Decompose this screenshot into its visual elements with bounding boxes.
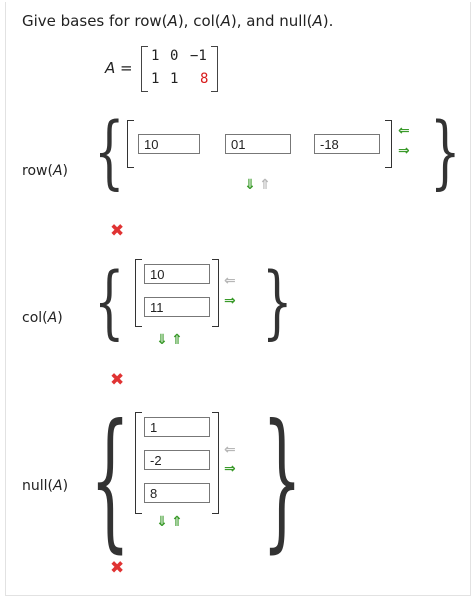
- add-vector-arrow-icon[interactable]: ⇒: [224, 293, 236, 309]
- row-vector-right-bracket: [385, 120, 392, 168]
- col-vector-right-bracket: [212, 259, 219, 327]
- add-vector-arrow-icon[interactable]: ⇒: [398, 143, 410, 159]
- remove-vector-arrow-icon[interactable]: ⇐: [398, 123, 410, 139]
- remove-row-arrow-icon[interactable]: ⇑: [171, 332, 183, 348]
- question-frame: [5, 2, 471, 596]
- row-vector-left-bracket: [127, 120, 134, 168]
- null-basis-entry-1[interactable]: 1: [144, 417, 210, 437]
- matrix-cell: −1: [190, 48, 207, 64]
- row-incorrect-icon: ✖: [110, 221, 125, 241]
- row-basis-entry-1[interactable]: 10: [138, 134, 200, 154]
- matrix-cell: 1: [151, 48, 160, 64]
- row-left-brace: {: [94, 105, 125, 198]
- row-basis-entry-3[interactable]: -18: [314, 134, 380, 154]
- col-space-label: col(A): [22, 310, 63, 326]
- add-row-arrow-icon[interactable]: ⇓: [156, 514, 168, 530]
- add-row-arrow-icon[interactable]: ⇓: [244, 177, 256, 193]
- col-right-brace: }: [262, 255, 293, 348]
- matrix-name: A =: [105, 59, 133, 77]
- null-basis-entry-2[interactable]: -2: [144, 450, 210, 470]
- null-right-brace: }: [262, 393, 303, 567]
- row-space-label: row(A): [22, 163, 68, 179]
- matrix-right-bracket: [211, 46, 218, 92]
- null-vector-left-bracket: [135, 412, 142, 514]
- matrix-cell: 1: [151, 71, 160, 87]
- matrix-cell-highlighted: 8: [200, 71, 209, 87]
- col-left-brace: {: [94, 255, 125, 348]
- add-vector-arrow-icon[interactable]: ⇒: [224, 461, 236, 477]
- question-text: Give bases for row(A), col(A), and null(…: [22, 12, 334, 30]
- remove-row-arrow-icon[interactable]: ⇑: [171, 514, 183, 530]
- row-basis-entry-2[interactable]: 01: [225, 134, 291, 154]
- col-vector-left-bracket: [135, 259, 142, 327]
- row-right-brace: }: [430, 105, 461, 198]
- matrix-left-bracket: [141, 46, 148, 92]
- null-vector-right-bracket: [212, 412, 219, 514]
- col-basis-entry-2[interactable]: 11: [144, 297, 210, 317]
- remove-row-arrow-icon: ⇑: [259, 177, 271, 193]
- remove-vector-arrow-icon: ⇐: [224, 273, 236, 289]
- null-left-brace: {: [90, 393, 131, 567]
- col-incorrect-icon: ✖: [110, 370, 125, 390]
- null-basis-entry-3[interactable]: 8: [144, 483, 210, 503]
- null-incorrect-icon: ✖: [110, 558, 125, 578]
- matrix-cell: 1: [170, 71, 179, 87]
- add-row-arrow-icon[interactable]: ⇓: [156, 332, 168, 348]
- col-basis-entry-1[interactable]: 10: [144, 264, 210, 284]
- matrix-cell: 0: [170, 48, 179, 64]
- null-space-label: null(A): [22, 478, 69, 494]
- remove-vector-arrow-icon: ⇐: [224, 442, 236, 458]
